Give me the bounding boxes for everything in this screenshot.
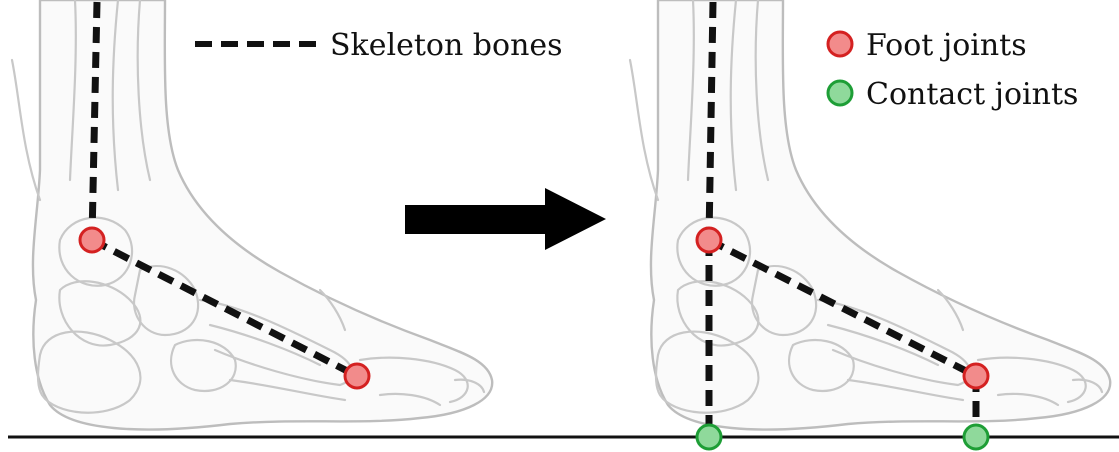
legend-contact-joints-label: Contact joints <box>866 77 1078 112</box>
legend-contact-joint-swatch <box>828 81 852 105</box>
right-foot-illustration <box>630 0 1110 430</box>
legend-right: Foot joints Contact joints <box>828 28 1078 112</box>
right-toe-joint <box>964 364 988 388</box>
right-heel-contact-joint <box>697 425 721 449</box>
left-toe-joint <box>345 364 369 388</box>
transform-arrow <box>405 188 606 250</box>
legend-left: Skeleton bones <box>195 28 563 63</box>
right-toe-contact-joint <box>964 425 988 449</box>
left-ankle-joint <box>80 228 104 252</box>
legend-bones-label: Skeleton bones <box>330 28 563 63</box>
legend-foot-joints-label: Foot joints <box>866 28 1027 63</box>
legend-foot-joint-swatch <box>828 32 852 56</box>
right-ankle-joint <box>697 228 721 252</box>
